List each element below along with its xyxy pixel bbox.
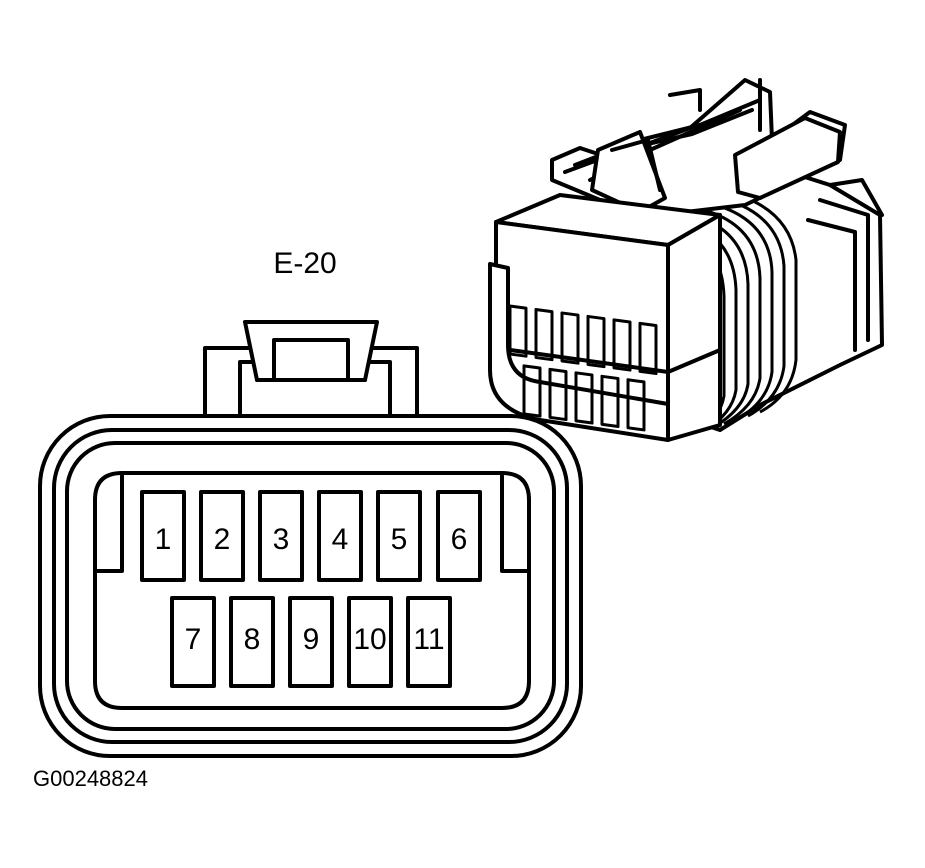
- pin-number: 1: [155, 523, 172, 556]
- pin-cavity: 2: [199, 490, 245, 582]
- pin-row-top: 1 2 3 4 5 6: [140, 490, 482, 582]
- figure-id: G00248824: [33, 766, 148, 791]
- pin-number: 11: [413, 623, 444, 656]
- connector-label: E-20: [273, 247, 336, 280]
- pin-cavity: 10: [347, 596, 393, 688]
- connector-face-view: 1 2 3 4 5 6: [38, 320, 583, 758]
- pin-cavity: 11: [406, 596, 452, 688]
- front-block-face: [494, 220, 670, 374]
- pin-cavity: 4: [317, 490, 363, 582]
- pin-row-bottom: 7 8 9 10 11: [170, 596, 452, 688]
- pin-number: 5: [391, 523, 408, 556]
- pin-cavity: 8: [229, 596, 275, 688]
- housing-outer: [38, 414, 583, 758]
- pin-number: 9: [303, 623, 320, 656]
- pin-cavity: 7: [170, 596, 216, 688]
- pin-number: 6: [451, 523, 468, 556]
- pin-number: 7: [185, 623, 202, 656]
- pin-number: 10: [353, 623, 386, 656]
- pin-cavities-3d: [508, 304, 658, 432]
- connector-3d-view: [488, 78, 884, 442]
- locking-tab: [203, 320, 419, 428]
- pin-number: 8: [244, 623, 261, 656]
- pin-cavity: 6: [436, 490, 482, 582]
- pin-number: 2: [214, 523, 231, 556]
- pin-cavity: 9: [288, 596, 334, 688]
- pin-cavity: 5: [376, 490, 422, 582]
- pin-number: 3: [273, 523, 290, 556]
- latch-3d: [550, 78, 847, 217]
- pin-cavity: 3: [258, 490, 304, 582]
- pin-cavity: 1: [140, 490, 186, 582]
- housing-inner-cavity: [93, 471, 531, 710]
- pin-number: 4: [332, 523, 349, 556]
